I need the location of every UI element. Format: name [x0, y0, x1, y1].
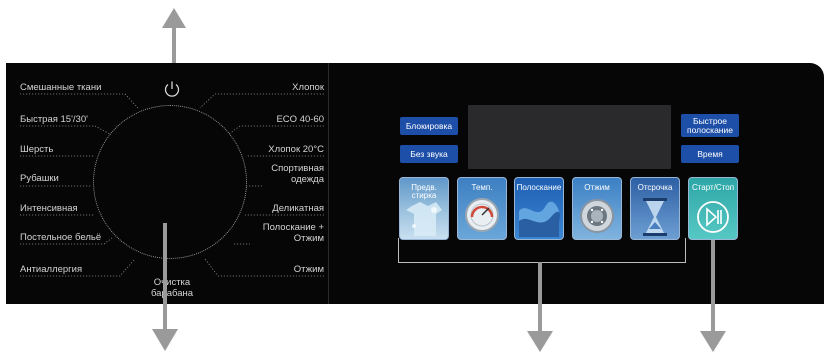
tiles-arrow-down	[527, 262, 553, 352]
program-label: Деликатная	[272, 203, 324, 214]
time-button[interactable]: Время	[681, 145, 739, 163]
program-label: Смешанные ткани	[20, 82, 102, 93]
program-cotton-20[interactable]: Хлопок 20°C	[268, 144, 324, 155]
program-bedding[interactable]: Постельное бельё	[20, 232, 101, 243]
program-label: Хлопок	[292, 82, 324, 93]
program-wool[interactable]: Шерсть	[20, 144, 53, 155]
program-shirts[interactable]: Рубашки	[20, 173, 59, 184]
program-intensive[interactable]: Интенсивная	[20, 203, 78, 214]
lock-button-label: Блокировка	[405, 120, 453, 131]
time-button-label: Время	[697, 148, 723, 159]
start-stop-label: Старт/Стоп	[691, 183, 735, 192]
prewash-tile[interactable]: Предв. стирка	[399, 177, 449, 240]
program-sport[interactable]: Спортивная одежда	[254, 163, 324, 185]
program-spin[interactable]: Отжим	[294, 264, 324, 275]
play-pause-icon	[697, 201, 729, 233]
display-screen	[468, 105, 671, 169]
shirt-icon	[406, 202, 442, 236]
dial-arrow-down	[152, 223, 178, 351]
delay-label: Отсрочка	[637, 183, 673, 192]
lock-button[interactable]: Блокировка	[400, 117, 458, 135]
mute-button[interactable]: Без звука	[400, 145, 458, 163]
prewash-label: Предв. стирка	[411, 183, 437, 200]
program-label: Полоскание + Отжим	[262, 222, 324, 244]
tiles-bracket	[398, 238, 686, 263]
program-label: Спортивная одежда	[271, 163, 324, 185]
program-label: Очистка барабана	[150, 277, 194, 299]
spin-label: Отжим	[584, 183, 610, 192]
temperature-label: Темп.	[471, 183, 493, 192]
program-mixed[interactable]: Смешанные ткани	[20, 82, 101, 93]
program-label: Шерсть	[20, 144, 54, 155]
start-arrow-down	[700, 240, 726, 352]
program-rinse-spin[interactable]: Полоскание + Отжим	[250, 222, 324, 244]
program-drum-clean[interactable]: Очистка барабана	[148, 277, 196, 299]
rinse-tile[interactable]: Полоскание	[514, 177, 564, 240]
start-stop-tile[interactable]: Старт/Стоп	[688, 177, 738, 240]
temperature-tile[interactable]: Темп.	[457, 177, 507, 240]
drum-icon	[580, 199, 614, 233]
panel-divider	[328, 63, 329, 304]
program-label: Постельное бельё	[20, 232, 102, 243]
program-label: Отжим	[293, 264, 324, 275]
rinse-label: Полоскание	[516, 183, 562, 192]
quick-rinse-button-label: Быстрое полоскание	[687, 115, 733, 135]
program-label: Хлопок 20°C	[268, 144, 324, 155]
power-arrow-up	[162, 8, 186, 76]
program-label: Рубашки	[20, 173, 59, 184]
delay-tile[interactable]: Отсрочка	[630, 177, 680, 240]
program-antiallergy[interactable]: Антиаллергия	[20, 264, 82, 275]
thermometer-gauge-icon	[465, 198, 499, 232]
program-eco[interactable]: ECO 40-60	[276, 114, 324, 125]
power-icon[interactable]	[163, 80, 181, 98]
program-cotton[interactable]: Хлопок	[292, 82, 324, 93]
program-label: Интенсивная	[20, 203, 78, 214]
program-delicate[interactable]: Деликатная	[272, 203, 324, 214]
quick-rinse-button[interactable]: Быстрое полоскание	[681, 114, 739, 137]
hourglass-icon	[643, 198, 667, 236]
water-wave-icon	[519, 201, 560, 237]
program-label: Антиаллергия	[20, 264, 83, 275]
program-label: ECO 40-60	[276, 114, 324, 125]
spin-tile[interactable]: Отжим	[572, 177, 622, 240]
program-quick[interactable]: Быстрая 15'/30'	[20, 114, 88, 125]
program-dial[interactable]	[93, 105, 247, 259]
mute-button-label: Без звука	[410, 148, 448, 159]
program-label: Быстрая 15'/30'	[20, 114, 88, 125]
